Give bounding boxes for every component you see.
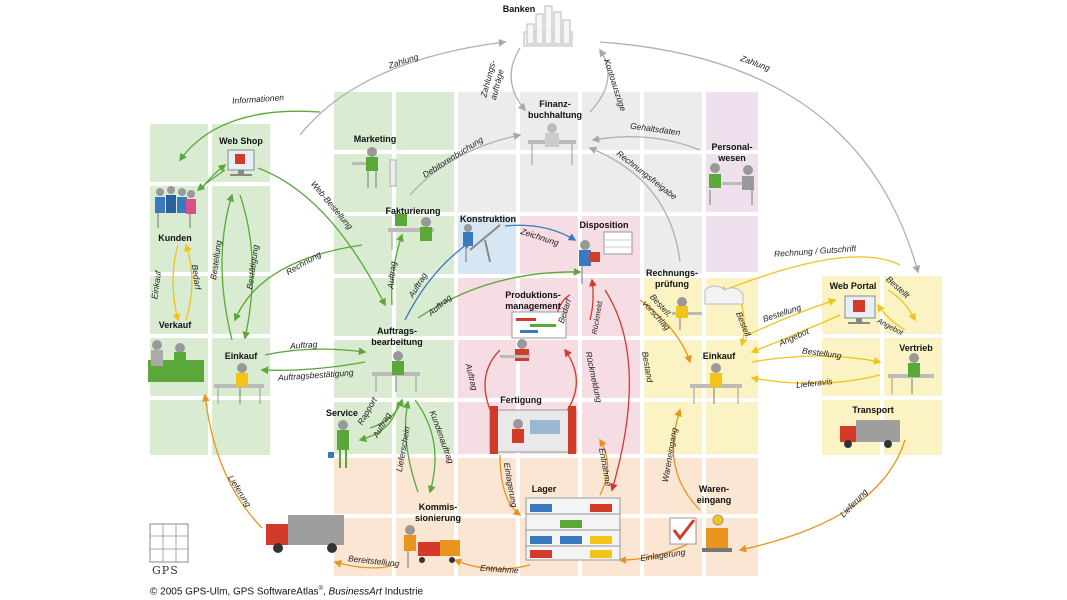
node-auftragsbearbeitung-line2: bearbeitung bbox=[371, 337, 423, 347]
node-auftragsbearbeitung-line1: Auftrags- bbox=[377, 326, 417, 336]
gps-logo-text: GPS bbox=[152, 564, 179, 577]
service-technician-icon bbox=[328, 420, 349, 468]
node-personalwesen-line2: wesen bbox=[718, 153, 746, 163]
distribution-desk-icon bbox=[888, 353, 934, 394]
node-vertrieb: Vertrieb bbox=[899, 343, 933, 353]
bank-building-icon bbox=[523, 5, 573, 47]
warehouse-shelf-icon bbox=[525, 497, 621, 561]
order-processing-desk-icon bbox=[372, 351, 420, 392]
node-service: Service bbox=[325, 408, 359, 418]
production-management-board-icon bbox=[500, 311, 567, 361]
node-kommissionierung: Kommis-sionierung bbox=[406, 502, 470, 524]
transport-truck-right-icon bbox=[840, 420, 900, 448]
construction-drafting-icon bbox=[463, 224, 501, 263]
node-kommissionierung-line1: Kommis- bbox=[418, 502, 458, 512]
node-wareneingang-line2: eingang bbox=[696, 495, 732, 505]
node-banken: Banken bbox=[502, 4, 536, 14]
node-kommissionierung-line2: sionierung bbox=[414, 513, 461, 523]
finance-desk-icon bbox=[528, 123, 576, 165]
node-kunden: Kunden bbox=[158, 233, 192, 243]
sales-counter-icon bbox=[148, 340, 204, 382]
node-konstruktion: Konstruktion bbox=[460, 214, 516, 224]
picking-worker-icon bbox=[404, 525, 460, 568]
node-disposition: Disposition bbox=[579, 220, 629, 230]
web-portal-monitor-icon bbox=[844, 295, 876, 324]
node-web-shop: Web Shop bbox=[219, 136, 263, 146]
node-einkauf-right: Einkauf bbox=[702, 351, 736, 361]
delivery-truck-left-icon bbox=[266, 515, 344, 553]
node-fakturierung: Fakturierung bbox=[385, 206, 441, 216]
manufacturing-machine-icon bbox=[489, 406, 577, 454]
node-finanzbuchhaltung-line2: buchhaltung bbox=[528, 110, 582, 120]
invoice-check-icon bbox=[672, 285, 744, 330]
node-lager: Lager bbox=[531, 484, 557, 494]
invoicing-desk-icon bbox=[388, 214, 434, 250]
flow-auftrag-einkauf: Auftrag bbox=[289, 339, 318, 351]
node-verkauf: Verkauf bbox=[158, 320, 192, 330]
node-finanzbuchhaltung-line1: Finanz- bbox=[539, 99, 571, 109]
copyright-footer: © 2005 GPS-Ulm, GPS SoftwareAtlas®, Busi… bbox=[150, 586, 423, 597]
footer-suffix: Industrie bbox=[381, 586, 424, 598]
purchasing-right-desk-icon bbox=[690, 363, 742, 404]
node-einkauf-left: Einkauf bbox=[224, 351, 258, 361]
node-wareneingang: Waren-eingang bbox=[686, 484, 742, 506]
footer-prefix: © 2005 GPS-Ulm, GPS SoftwareAtlas bbox=[150, 586, 319, 598]
hr-meeting-icon bbox=[709, 163, 754, 205]
footer-reg: ® bbox=[318, 586, 323, 592]
node-wareneingang-line1: Waren- bbox=[698, 484, 730, 494]
node-finanzbuchhaltung: Finanz-buchhaltung bbox=[520, 99, 590, 121]
node-transport: Transport bbox=[852, 405, 894, 415]
customers-group-icon bbox=[155, 186, 196, 228]
gps-logo-icon bbox=[149, 523, 189, 563]
footer-italic: BusinessArt bbox=[328, 586, 382, 598]
node-marketing: Marketing bbox=[353, 134, 397, 144]
node-produktionsmanagement: Produktions-management bbox=[496, 290, 570, 312]
node-personalwesen-line1: Personal- bbox=[711, 142, 753, 152]
footer-sep: , bbox=[322, 586, 329, 598]
goods-receipt-icon bbox=[669, 514, 732, 552]
node-rechnungspruefung: Rechnungs-prüfung bbox=[640, 268, 704, 290]
node-produktionsmanagement-line1: Produktions- bbox=[505, 290, 561, 300]
node-produktionsmanagement-line2: management bbox=[505, 301, 561, 311]
web-shop-monitor-icon bbox=[227, 149, 255, 176]
disposition-planner-icon bbox=[579, 231, 633, 284]
node-web-portal: Web Portal bbox=[829, 281, 877, 291]
marketing-person-icon bbox=[352, 147, 397, 188]
node-rechnungspruefung-line2: prüfung bbox=[655, 279, 689, 289]
node-auftragsbearbeitung: Auftrags-bearbeitung bbox=[362, 326, 432, 348]
node-fertigung: Fertigung bbox=[500, 395, 542, 405]
node-personalwesen: Personal-wesen bbox=[700, 142, 764, 164]
purchasing-left-desk-icon bbox=[214, 363, 264, 404]
node-rechnungspruefung-line1: Rechnungs- bbox=[645, 268, 698, 278]
